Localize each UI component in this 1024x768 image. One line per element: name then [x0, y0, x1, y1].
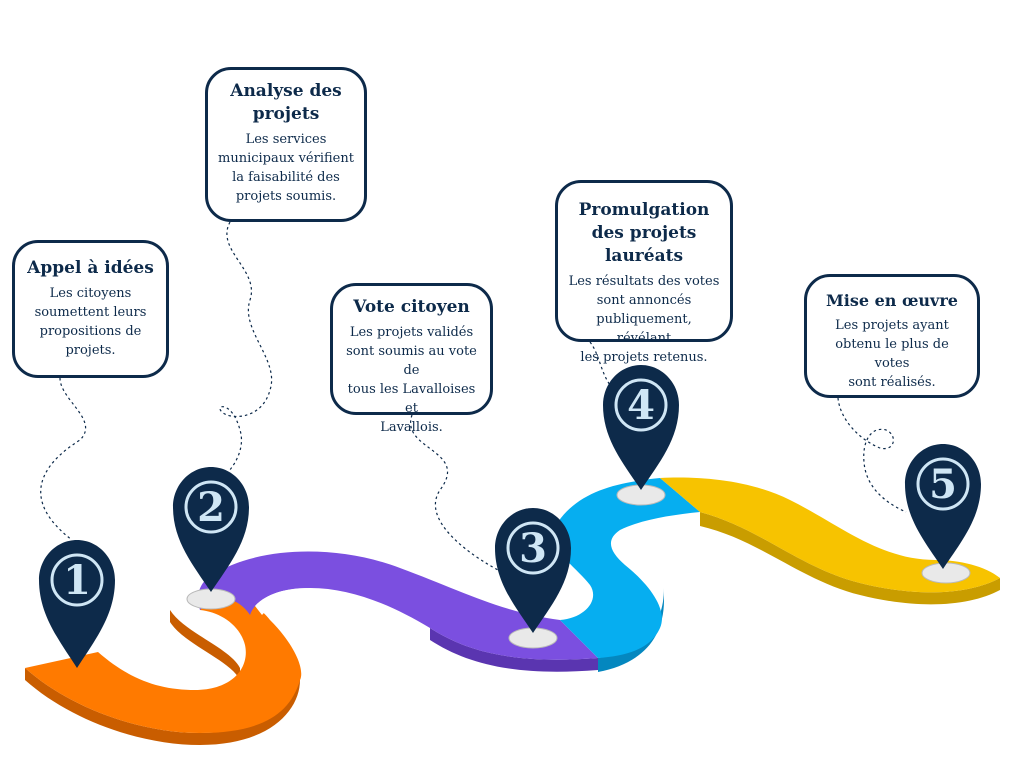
step-title-5: Mise en œuvre [826, 291, 958, 310]
connector-line-5 [837, 397, 907, 513]
map-pin-4-shape [603, 365, 679, 490]
step-title-1: Appel à idées [27, 258, 154, 278]
step-text-line: sont annoncés [596, 293, 692, 308]
map-pin-2-shape [173, 467, 249, 592]
step-card-5: Mise en œuvre Les projets ayant obtenu l… [804, 274, 980, 398]
step-card-3: Vote citoyen Les projets validés sont so… [330, 283, 493, 435]
connector-line-2 [219, 221, 273, 473]
map-pin-5: 5 [905, 444, 981, 569]
road-side-yellow [700, 512, 1000, 605]
road-sides [25, 512, 1000, 745]
map-pin-1: 1 [39, 540, 115, 668]
step-text-5: Les projets ayant obtenu le plus de vote… [817, 316, 967, 392]
map-pin-1-number: 1 [63, 557, 91, 604]
step-text-line: propositions de [39, 324, 142, 339]
road-segment-purple [198, 551, 599, 660]
step-text-line: sont soumis au vote de [346, 344, 477, 378]
step-text-line: projets. [65, 343, 116, 358]
step-text-1: Les citoyens soumettent leurs propositio… [25, 284, 156, 360]
road-segment-blue [552, 478, 700, 658]
step-text-line: municipaux vérifient [218, 151, 354, 166]
road-side-blue [598, 588, 664, 672]
step-text-line: soumettent leurs [34, 305, 147, 320]
step-title-3: Vote citoyen [353, 297, 470, 317]
map-pin-4-number: 4 [627, 382, 655, 429]
road-segment-orange [25, 562, 302, 733]
map-pin-4-ring [614, 378, 668, 432]
step-text-line: sont réalisés. [848, 375, 936, 390]
map-pin-5-number: 5 [929, 461, 957, 508]
step-card-4: Promulgation des projets lauréats Les ré… [555, 180, 733, 365]
road-segment-yellow [660, 477, 1000, 593]
map-pin-2-ring [184, 480, 238, 534]
step-card-1: Appel à idées Les citoyens soumettent le… [12, 240, 169, 378]
step-text-line: Les résultats des votes [568, 274, 720, 289]
map-pin-3-ring [506, 521, 560, 575]
map-pin-4: 4 [603, 365, 679, 490]
step-text-line: la faisabilité des [232, 170, 340, 185]
road-gap-1 [255, 588, 325, 615]
step-text-4: Les résultats des votes sont annoncés pu… [568, 272, 720, 367]
map-pin-5-shape [905, 444, 981, 569]
step-title-2: Analyse des projets [230, 81, 342, 124]
step-text-3: Les projets validés sont soumis au vote … [343, 323, 480, 437]
step-text-line: Les citoyens [49, 286, 132, 301]
step-text-line: projets soumis. [235, 189, 337, 204]
map-pin-5-ring [916, 457, 970, 511]
map-pin-3-number: 3 [519, 525, 547, 572]
step-text-line: Lavallois. [380, 420, 443, 435]
map-pin-2: 2 [173, 467, 249, 592]
road-side-purple [430, 628, 598, 672]
road-side-orange [25, 668, 300, 745]
step-text-2: Les services municipaux vérifient la fai… [218, 130, 354, 206]
map-pin-3-shape [495, 508, 571, 633]
step-card-2: Analyse des projets Les services municip… [205, 67, 367, 222]
map-pin-2-number: 2 [197, 484, 225, 531]
step-text-line: les projets retenus. [580, 350, 708, 365]
step-text-line: tous les Lavalloises et [347, 382, 476, 416]
map-pin-5-base [921, 562, 971, 584]
map-pin-3: 3 [495, 508, 571, 633]
road-side-orange-2 [170, 610, 240, 680]
step-text-line: obtenu le plus de votes [835, 337, 949, 371]
step-text-line: publiquement, révélant [596, 312, 692, 346]
map-pin-1-ring [50, 553, 104, 607]
road-top [25, 477, 1000, 733]
step-title-4: Promulgation des projets lauréats [578, 200, 710, 266]
step-text-line: Les projets validés [349, 325, 474, 340]
connector-line-1 [40, 377, 87, 541]
step-text-line: Les services [245, 132, 327, 147]
step-text-line: Les projets ayant [835, 318, 949, 333]
